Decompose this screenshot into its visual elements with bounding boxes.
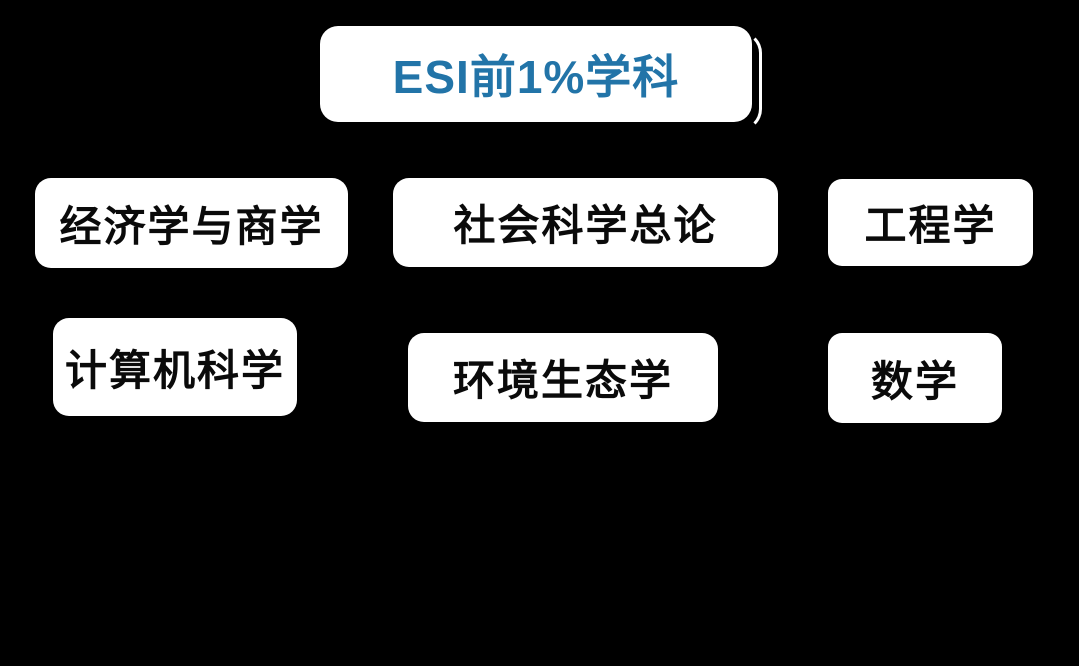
discipline-label: 计算机科学 bbox=[64, 346, 285, 394]
title-card-offset-outline bbox=[320, 31, 762, 131]
title-card: ESI前1%学科 bbox=[320, 26, 752, 122]
discipline-card-computer-science: 计算机科学 bbox=[53, 318, 297, 416]
discipline-card-mathematics: 数学 bbox=[828, 333, 1002, 423]
discipline-label: 环境生态学 bbox=[452, 357, 673, 404]
discipline-label: 社会科学总论 bbox=[453, 202, 718, 249]
discipline-card-economics-business: 经济学与商学 bbox=[35, 178, 348, 268]
discipline-label: 数学 bbox=[870, 357, 959, 405]
discipline-label: 经济学与商学 bbox=[59, 202, 324, 250]
diagram-title: ESI前1%学科 bbox=[392, 51, 680, 103]
discipline-card-social-sciences: 社会科学总论 bbox=[393, 178, 778, 267]
discipline-label: 工程学 bbox=[864, 202, 997, 249]
discipline-card-engineering: 工程学 bbox=[828, 179, 1033, 266]
discipline-card-environment-ecology: 环境生态学 bbox=[408, 333, 718, 422]
